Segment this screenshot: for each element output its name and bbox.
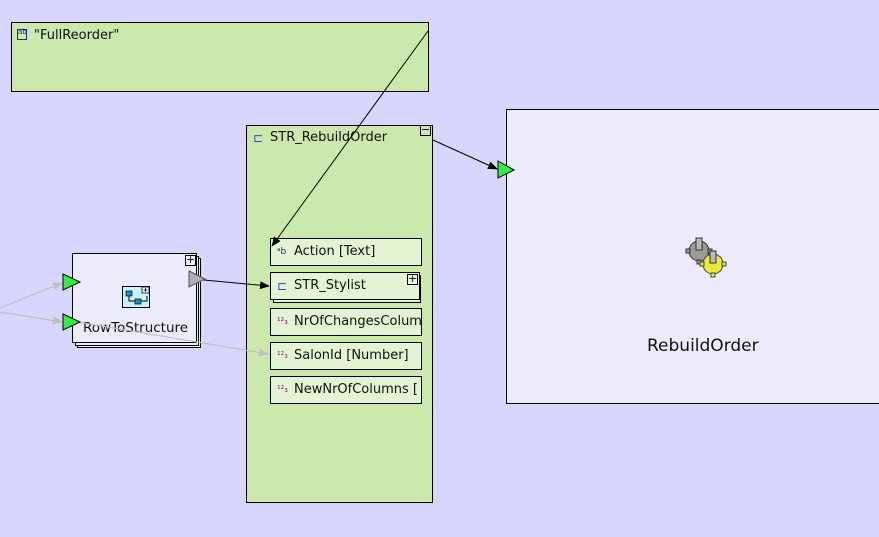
field-label: NrOfChangesColum: [294, 314, 422, 329]
diagram-icon: [122, 286, 150, 308]
constant-label: "FullReorder": [34, 28, 120, 43]
number-type-icon: ¹²₃: [277, 351, 288, 361]
gears-icon: [685, 237, 727, 278]
expand-button[interactable]: +: [185, 253, 196, 266]
field-newnrofcolumns[interactable]: ¹²₃ NewNrOfColumns [: [270, 376, 422, 404]
rowtostructure-label: RowToStructure: [83, 320, 189, 336]
text-type-icon: ᵃb: [277, 247, 287, 257]
field-label: NewNrOfColumns [: [294, 382, 418, 397]
connection-line: [432, 139, 498, 170]
number-type-icon: ¹²₃: [277, 317, 288, 327]
field-str-stylist[interactable]: ⊏ STR_Stylist +: [270, 272, 420, 300]
structure-icon: ⊏: [277, 279, 288, 293]
field-salonid[interactable]: ¹²₃ SalonId [Number]: [270, 342, 422, 370]
number-type-icon: ¹²₃: [277, 385, 288, 395]
field-nrofchangescolumns[interactable]: ¹²₃ NrOfChangesColum: [270, 308, 422, 336]
text-constant-icon: ab: [17, 29, 27, 40]
field-label: STR_Stylist: [294, 278, 366, 293]
field-action[interactable]: ᵃb Action [Text]: [270, 238, 422, 266]
rowtostructure-node[interactable]: + RowToStructure: [72, 253, 197, 343]
process-label: RebuildOrder: [647, 336, 759, 356]
process-node-rebuildorder[interactable]: RebuildOrder: [506, 109, 879, 404]
connection-line: [0, 311, 63, 325]
expand-button[interactable]: +: [407, 272, 418, 285]
structure-icon: ⊏: [253, 131, 264, 145]
field-label: Action [Text]: [294, 244, 376, 259]
field-label: SalonId [Number]: [294, 348, 409, 363]
connection-line: [0, 282, 63, 309]
constant-node-fullreorder[interactable]: ab "FullReorder": [11, 22, 429, 92]
collapse-button[interactable]: −: [420, 123, 431, 136]
structure-title: STR_RebuildOrder: [270, 130, 388, 145]
